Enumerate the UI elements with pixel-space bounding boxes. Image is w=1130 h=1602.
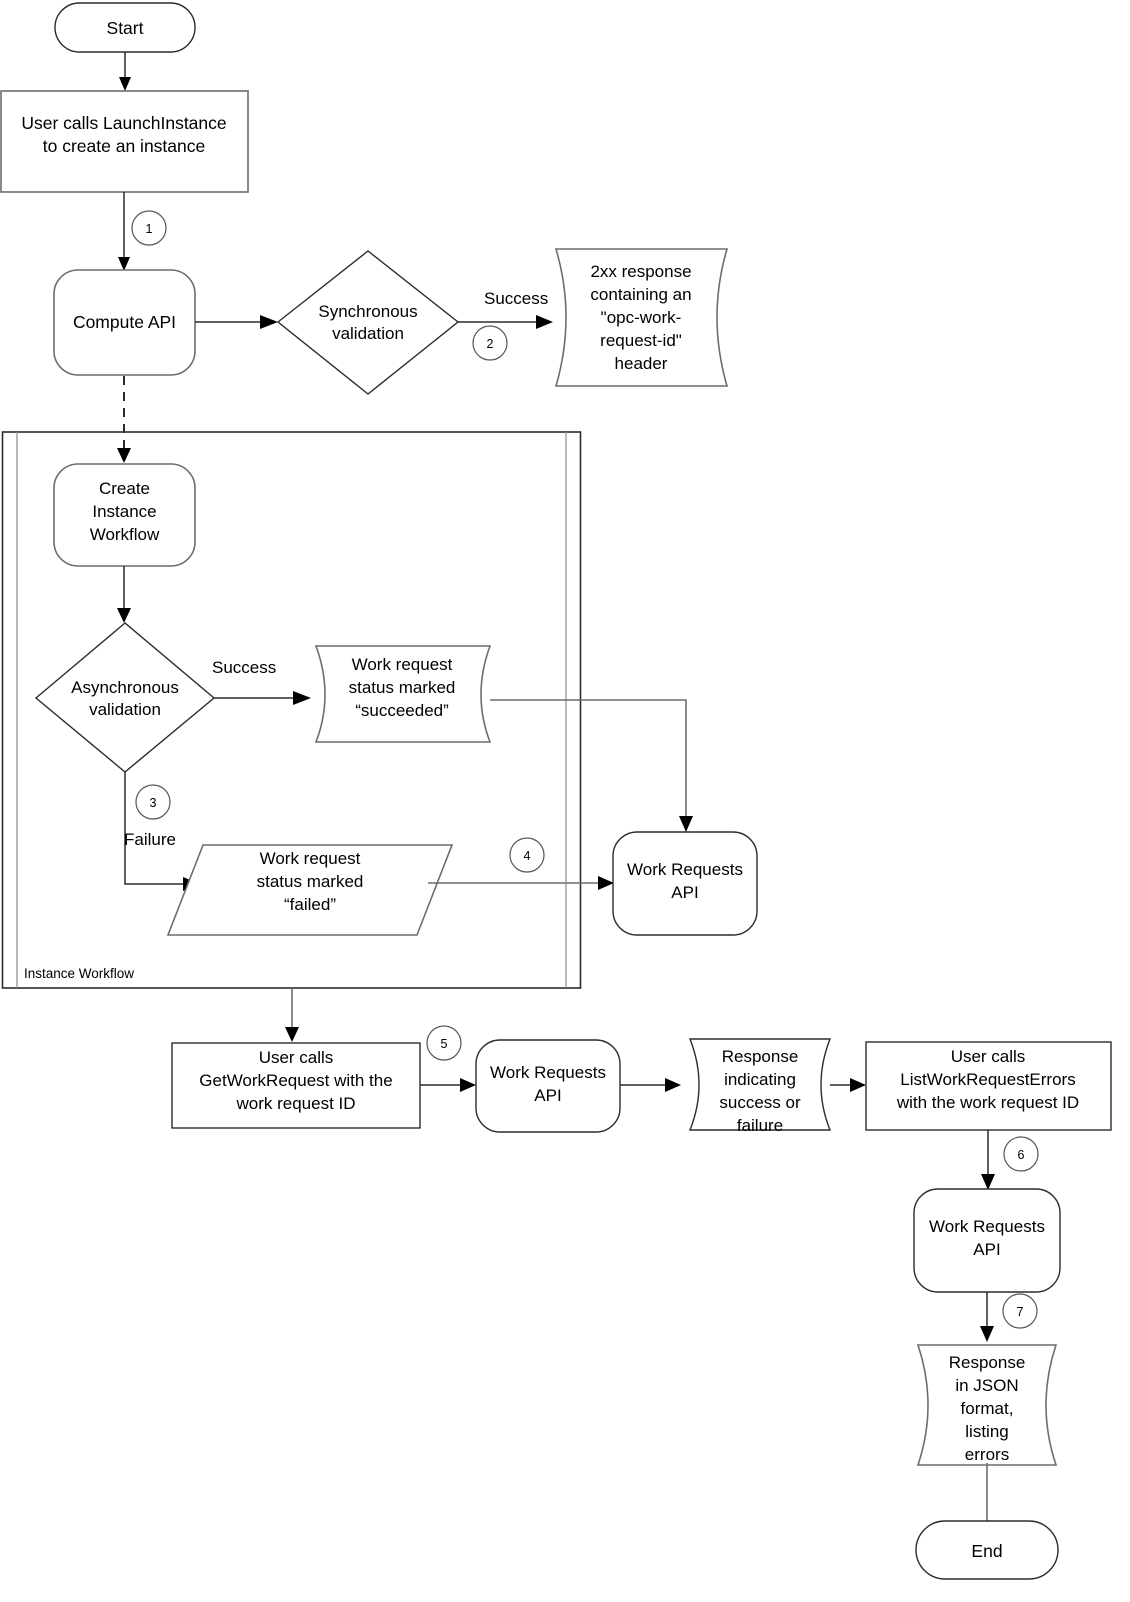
edge-label-async-success: Success — [212, 658, 276, 677]
edge-succeeded-to-work-requests-api — [490, 699, 693, 832]
node-create-instance-workflow-line2: Instance — [92, 502, 156, 521]
node-status-failed-line3: “failed” — [284, 895, 336, 914]
step-badge-7: 7 — [1017, 1305, 1024, 1319]
edge-api-to-response-doc — [620, 1078, 681, 1092]
node-response-success-failure-line1: Response — [722, 1047, 799, 1066]
node-compute-api-label: Compute API — [73, 312, 176, 332]
edge-launch-to-compute-api: 1 — [118, 192, 167, 271]
edge-label-async-failure: Failure — [124, 830, 176, 849]
edge-api-to-response-json: 7 — [980, 1292, 1038, 1342]
node-2xx-response-line2: containing an — [590, 285, 691, 304]
node-response-json-line3: format, — [961, 1399, 1014, 1418]
node-response-json-line5: errors — [965, 1445, 1009, 1464]
node-work-requests-api-2-line2: API — [534, 1086, 561, 1105]
node-response-success-failure-line3: success or — [719, 1093, 801, 1112]
node-start-label: Start — [107, 18, 144, 38]
node-create-instance-workflow-line1: Create — [99, 479, 150, 498]
node-status-succeeded-line2: status marked — [349, 678, 456, 697]
node-status-succeeded-line1: Work request — [352, 655, 453, 674]
edge-failed-to-work-requests-api: 4 — [428, 837, 614, 890]
node-user-list-work-request-errors-line2: ListWorkRequestErrors — [900, 1070, 1075, 1089]
node-2xx-response-line3: "opc-work- — [601, 308, 682, 327]
node-work-requests-api-1-line2: API — [671, 883, 698, 902]
node-work-requests-api-3[interactable]: Work Requests API — [913, 1188, 1061, 1293]
node-2xx-response[interactable]: 2xx response containing an "opc-work- re… — [554, 248, 729, 387]
edge-get-work-request-to-api: 5 — [420, 1025, 476, 1092]
node-user-launch-instance-line2: to create an instance — [43, 136, 205, 156]
step-badge-6: 6 — [1018, 1148, 1025, 1162]
node-response-json-line1: Response — [949, 1353, 1026, 1372]
node-work-requests-api-1[interactable]: Work Requests API — [612, 831, 758, 936]
node-end-label: End — [971, 1541, 1002, 1561]
node-user-get-work-request-line3: work request ID — [235, 1094, 355, 1113]
node-user-get-work-request[interactable]: User calls GetWorkRequest with the work … — [171, 1042, 421, 1129]
node-response-success-failure-line4: failure — [737, 1116, 783, 1135]
node-end[interactable]: End — [915, 1520, 1059, 1580]
node-compute-api[interactable]: Compute API — [53, 269, 196, 376]
node-work-requests-api-1-line1: Work Requests — [627, 860, 743, 879]
node-synchronous-validation-line1: Synchronous — [318, 302, 417, 321]
node-user-get-work-request-line2: GetWorkRequest with the — [199, 1071, 392, 1090]
step-badge-1: 1 — [146, 222, 153, 236]
node-response-json-line4: listing — [965, 1422, 1008, 1441]
node-asynchronous-validation-line1: Asynchronous — [71, 678, 179, 697]
node-response-json-line2: in JSON — [955, 1376, 1018, 1395]
node-response-json[interactable]: Response in JSON format, listing errors — [916, 1344, 1058, 1466]
node-2xx-response-line5: header — [615, 354, 668, 373]
node-response-success-failure[interactable]: Response indicating success or failure — [688, 1038, 832, 1135]
node-start[interactable]: Start — [54, 2, 196, 53]
node-status-failed-line2: status marked — [257, 872, 364, 891]
node-user-list-work-request-errors-line3: with the work request ID — [896, 1093, 1079, 1112]
edge-async-success: Success — [212, 658, 311, 705]
node-work-requests-api-3-line2: API — [973, 1240, 1000, 1259]
node-create-instance-workflow-line3: Workflow — [90, 525, 160, 544]
step-badge-4: 4 — [524, 849, 531, 863]
node-2xx-response-line4: request-id" — [600, 331, 682, 350]
node-asynchronous-validation[interactable]: Asynchronous validation — [34, 622, 216, 773]
edge-async-failure: 3 Failure — [124, 772, 200, 891]
node-user-list-work-request-errors-line1: User calls — [951, 1047, 1026, 1066]
edge-compute-api-to-sync-validation — [195, 315, 278, 329]
edge-label-sync-success: Success — [484, 289, 548, 308]
edge-compute-api-to-create-instance-workflow — [117, 376, 131, 463]
node-work-requests-api-2[interactable]: Work Requests API — [475, 1039, 621, 1133]
node-asynchronous-validation-line2: validation — [89, 700, 161, 719]
node-status-failed-line1: Work request — [260, 849, 361, 868]
node-response-success-failure-line2: indicating — [724, 1070, 796, 1089]
node-status-succeeded[interactable]: Work request status marked “succeeded” — [314, 645, 492, 743]
node-status-succeeded-line3: “succeeded” — [355, 701, 449, 720]
node-work-requests-api-3-line1: Work Requests — [929, 1217, 1045, 1236]
edge-container-to-get-work-request — [285, 988, 299, 1042]
edge-sync-success: Success 2 — [458, 289, 553, 361]
node-user-list-work-request-errors[interactable]: User calls ListWorkRequestErrors with th… — [865, 1041, 1112, 1131]
node-status-failed[interactable]: Work request status marked “failed” — [166, 844, 454, 936]
step-badge-5: 5 — [441, 1037, 448, 1051]
step-badge-2: 2 — [487, 337, 494, 351]
edge-start-to-launch — [119, 52, 131, 91]
node-synchronous-validation[interactable]: Synchronous validation — [276, 250, 460, 395]
instance-workflow-label: Instance Workflow — [24, 966, 134, 981]
step-badge-3: 3 — [150, 796, 157, 810]
node-synchronous-validation-line2: validation — [332, 324, 404, 343]
node-user-launch-instance-line1: User calls LaunchInstance — [21, 113, 226, 133]
edge-response-to-list-errors — [830, 1078, 866, 1092]
node-user-get-work-request-line1: User calls — [259, 1048, 334, 1067]
edge-workflow-to-async-validation — [117, 566, 131, 623]
node-user-launch-instance[interactable]: User calls LaunchInstance to create an i… — [0, 90, 249, 193]
node-create-instance-workflow[interactable]: Create Instance Workflow — [53, 463, 196, 567]
node-2xx-response-line1: 2xx response — [590, 262, 691, 281]
edge-list-errors-to-api: 6 — [981, 1130, 1039, 1190]
node-work-requests-api-2-line1: Work Requests — [490, 1063, 606, 1082]
